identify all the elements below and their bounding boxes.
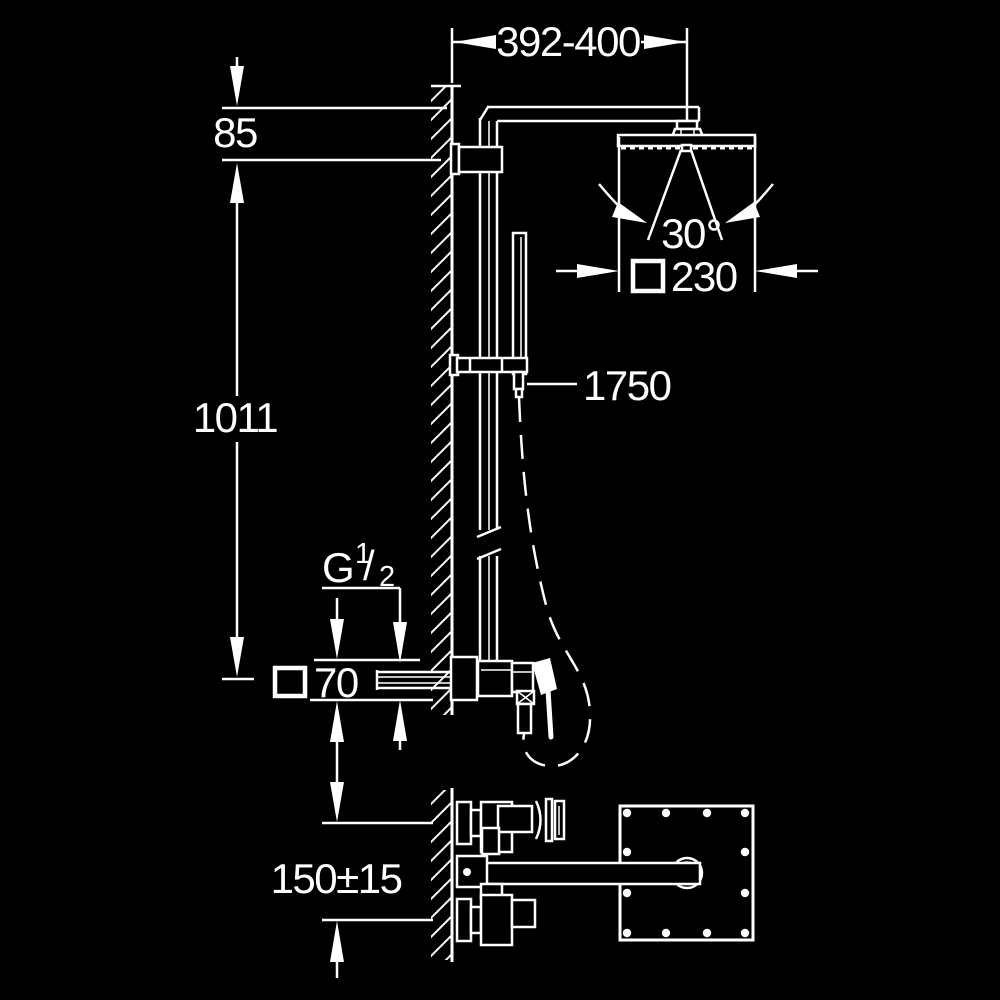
valve-body-bottom-plan	[479, 893, 514, 947]
arrow-right	[644, 35, 686, 49]
spray-line-left	[646, 149, 683, 241]
wall-hatching-lower	[431, 790, 452, 960]
mixer-valve-plan	[455, 797, 566, 947]
hand-shower	[511, 231, 528, 376]
thread-label-numerator: 1	[355, 538, 371, 570]
wall-section-upper	[431, 84, 461, 715]
dim-label-spray-angle: 30	[661, 210, 705, 257]
supply-flange-top	[455, 800, 473, 846]
thread-label-g: G	[322, 544, 353, 591]
square-symbol	[272, 665, 308, 699]
lever-handle	[532, 658, 557, 695]
valve-hub-plan	[455, 854, 489, 889]
head-shower-front	[616, 119, 757, 153]
mixer-valve-front	[375, 655, 557, 740]
dimension-arm-reach: 392-400	[450, 18, 689, 127]
wall-bracket-upper	[449, 142, 504, 176]
dim-label-escutcheon: 70	[314, 659, 358, 706]
dim-label-column-height: 1011	[193, 394, 277, 441]
hand-shower-assembly	[448, 231, 529, 399]
head-shower-plan	[484, 804, 755, 942]
valve-cartridge	[510, 661, 535, 694]
hose-outlet	[516, 702, 533, 735]
dimension-hose-length: 1750	[527, 362, 672, 409]
lever-handle-plan	[496, 804, 534, 834]
dim-label-supply-distance: 150±15	[271, 855, 402, 902]
arrow-left	[454, 35, 496, 49]
dim-label-head-offset: 85	[213, 109, 257, 156]
dimension-supply-distance: 150±15	[271, 739, 433, 978]
valve-flange	[449, 655, 479, 702]
square-symbol	[630, 258, 666, 294]
dim-label-arm-reach: 392-400	[496, 18, 640, 65]
wall-hatching-upper	[431, 87, 452, 715]
supply-flange-bottom	[455, 897, 473, 943]
spray-line-right	[689, 149, 724, 241]
degree-symbol	[708, 219, 720, 231]
thread-label-slash: /	[363, 542, 375, 589]
nozzle-dots	[622, 808, 750, 938]
hose-nut	[514, 387, 524, 399]
valve-body	[476, 659, 514, 698]
dimension-escutcheon: 70	[272, 598, 433, 742]
dim-label-head-size: 230	[671, 253, 737, 300]
thread-annotation: G 1 / 2	[322, 538, 407, 750]
break-mark	[476, 525, 502, 539]
dim-label-hose-length: 1750	[583, 362, 671, 409]
shower-arm-plan	[484, 861, 702, 886]
thread-label-denominator: 2	[379, 561, 395, 593]
hose-connector	[512, 370, 525, 391]
spray-angle-annotation: 30	[598, 149, 774, 257]
wall-section-lower	[431, 788, 454, 962]
shower-arm-and-column	[476, 105, 701, 662]
spray-hub	[680, 143, 693, 153]
dimension-head-size: 230	[556, 137, 818, 300]
slider-bracket	[455, 356, 529, 374]
dimension-head-offset-and-height: 85 1011	[193, 57, 447, 681]
hub-screw	[463, 868, 471, 876]
